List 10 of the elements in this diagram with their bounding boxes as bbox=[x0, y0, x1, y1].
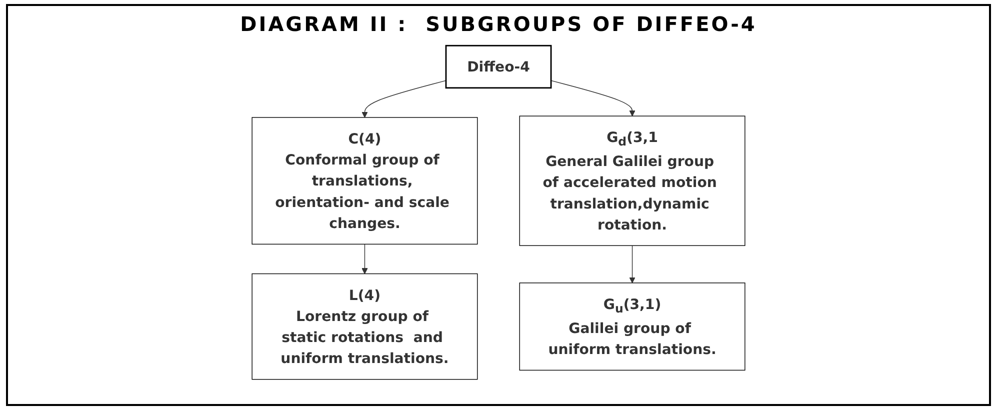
node-box: G$_{u}$(3,1) Galilei group of uniform translations. bbox=[519, 282, 746, 371]
arrow bbox=[550, 80, 636, 116]
node-box: G$_{d}$(3,1 General Galilei group of accelerated motion translation,dynamic rotation. bbox=[519, 116, 746, 246]
arrow bbox=[629, 245, 636, 284]
node-box: Diffeo-4 bbox=[445, 44, 552, 89]
diagram-title: DIAGRAM II : SUBGROUPS OF DIFFEO-4 bbox=[240, 12, 757, 36]
arrow bbox=[362, 80, 446, 118]
node-box: C(4) Conformal group of translations, orientation- and scale changes. bbox=[252, 117, 478, 245]
arrow bbox=[362, 244, 368, 274]
node-box: L(4) Lorentz group of static rotations and uniform translations. bbox=[252, 273, 478, 380]
